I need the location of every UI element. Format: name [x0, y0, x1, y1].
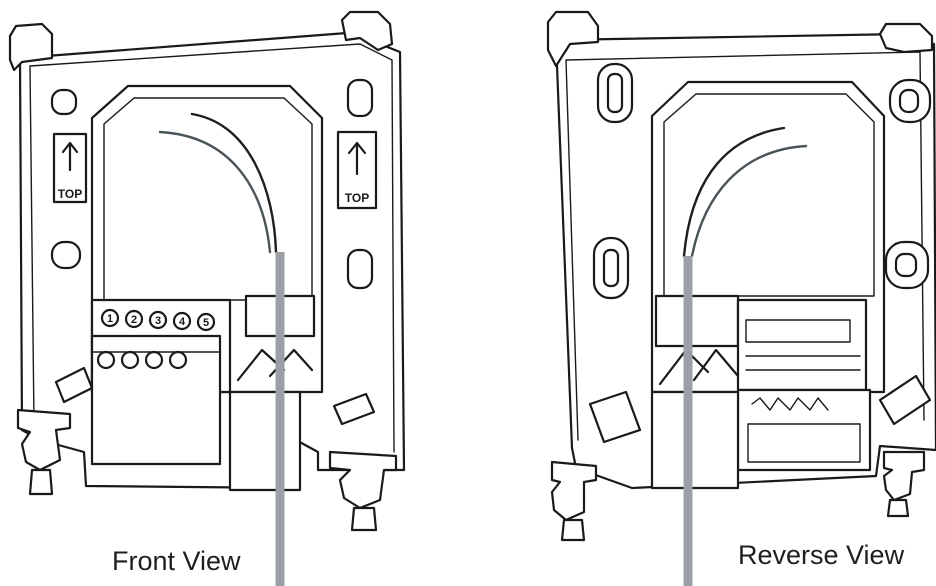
- front-screw-2: [120, 350, 140, 370]
- reverse-foot-right-screw: [886, 498, 910, 518]
- front-slot-mid-right: [346, 248, 374, 290]
- front-lower-channel: [228, 390, 302, 492]
- reverse-inner-border: [565, 51, 925, 441]
- front-inner-border: [29, 43, 395, 453]
- reverse-channel-band: [654, 294, 740, 348]
- reverse-tab-right: [878, 374, 932, 426]
- front-foot-right-screw: [350, 506, 378, 532]
- reverse-lower-channel: [650, 390, 740, 490]
- reverse-connector-housing: [736, 298, 868, 392]
- reverse-connector-slot-2: [745, 355, 861, 371]
- front-screw-1: [96, 350, 116, 370]
- terminal-number-5: 5: [203, 317, 209, 329]
- terminal-number-ring: [148, 310, 168, 330]
- reverse-foot-left: [550, 460, 598, 522]
- reverse-tab-left: [588, 390, 642, 444]
- reverse-slot-mid-left-inner: [602, 248, 620, 288]
- reverse-slot-top-left-inner: [606, 72, 624, 114]
- reverse-lower-contacts: [751, 397, 829, 411]
- reverse-top-right-hook: [878, 22, 934, 54]
- reverse-connector-slot-1: [745, 319, 851, 343]
- reverse-lower-inner: [747, 423, 861, 463]
- front-tab-left: [54, 366, 94, 404]
- front-top-left-hook: [8, 22, 54, 72]
- reverse-view-caption: Reverse View: [738, 540, 905, 570]
- terminal-number-ring: [124, 309, 144, 329]
- reverse-foot-right: [882, 450, 926, 502]
- front-wire-dark: [190, 112, 278, 254]
- terminal-number-2: 2: [131, 314, 137, 326]
- reverse-lower-block: [736, 388, 872, 472]
- front-top-right-hook: [340, 10, 394, 52]
- front-view-caption: Front View: [112, 546, 241, 576]
- front-view-device: [8, 10, 406, 586]
- terminal-number-ring: [196, 312, 216, 332]
- front-top-label-left: TOP: [58, 187, 82, 201]
- front-top-label-right: TOP: [345, 191, 369, 205]
- terminal-number-1: 1: [107, 313, 113, 325]
- reverse-wire-gray: [690, 144, 808, 258]
- terminal-number-ring: [172, 311, 192, 331]
- terminal-number-4: 4: [179, 316, 186, 328]
- terminal-number-3: 3: [155, 315, 161, 327]
- front-slot-top-left: [50, 88, 78, 116]
- front-screw-4: [168, 350, 188, 370]
- front-slot-mid-left: [50, 240, 82, 270]
- reverse-cable-grip-right: [692, 348, 740, 382]
- front-screw-3: [144, 350, 164, 370]
- terminal-number-ring: [100, 308, 120, 328]
- front-wire-gray: [158, 130, 272, 254]
- reverse-slot-top-right-inner: [898, 88, 920, 114]
- front-tab-right: [332, 392, 376, 426]
- reverse-wire-dark: [682, 126, 786, 258]
- front-slot-top-right: [346, 78, 374, 118]
- front-up-arrow-left: [61, 141, 79, 172]
- front-foot-right: [328, 450, 398, 510]
- front-terminal-block: [90, 334, 222, 466]
- front-up-arrow-right: [347, 141, 367, 176]
- front-foot-left-screw: [28, 468, 54, 496]
- reverse-foot-left-screw: [560, 518, 586, 542]
- reverse-top-left-hook: [546, 10, 600, 68]
- reverse-view-device: [546, 10, 936, 586]
- reverse-slot-mid-right-inner: [894, 252, 918, 278]
- front-terminal-numbers: 1 2 3 4 5: [100, 308, 216, 332]
